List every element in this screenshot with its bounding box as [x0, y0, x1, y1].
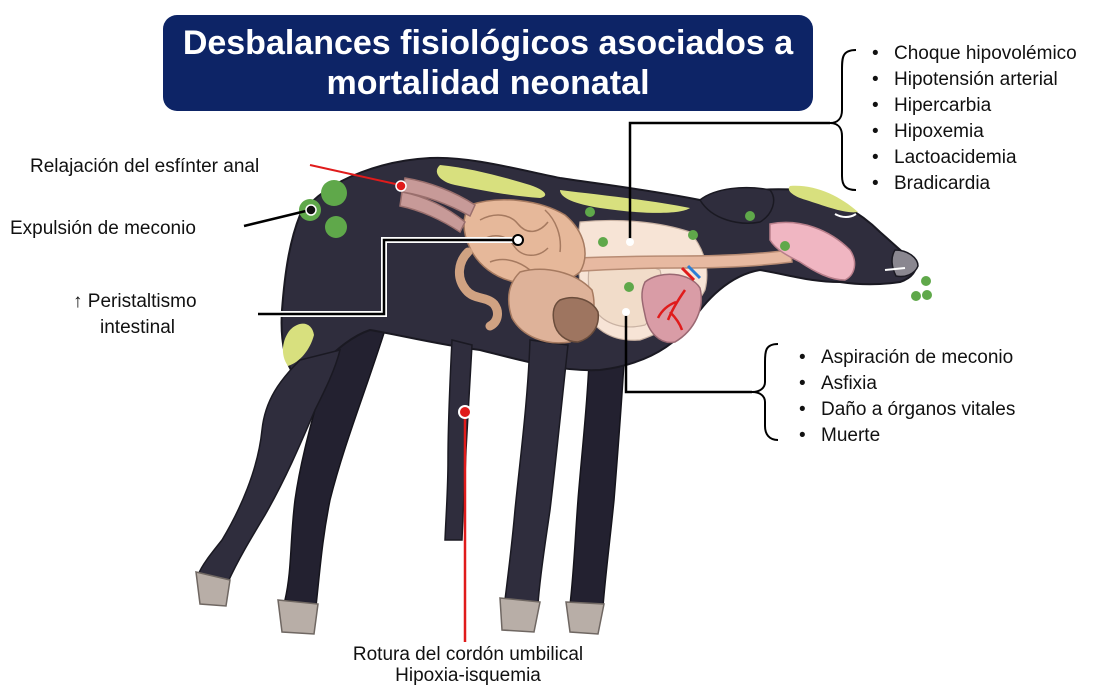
- systemic-marker: [626, 238, 634, 246]
- meconium-drop: [585, 207, 595, 217]
- meconium-marker: [306, 205, 316, 215]
- systemic-effect-item: Lactoacidemia: [870, 145, 1077, 171]
- peristalsis-label-line-2: intestinal: [100, 316, 175, 339]
- meconium-drop: [321, 180, 347, 206]
- aspiration-effects-list: Aspiración de meconio Asfixia Daño a órg…: [797, 345, 1015, 449]
- meconium-drop: [921, 276, 931, 286]
- umbilical-label-line-1: Rotura del cordón umbilical: [318, 643, 618, 666]
- title-line-2: mortalidad neonatal: [326, 63, 649, 103]
- aspiration-effect-item: Aspiración de meconio: [797, 345, 1015, 371]
- sphincter-marker: [396, 181, 406, 191]
- title-line-1: Desbalances fisiológicos asociados a: [183, 23, 793, 63]
- systemic-effect-item: Hipercarbia: [870, 93, 1077, 119]
- peristalsis-marker: [513, 235, 523, 245]
- sphincter-label: Relajación del esfínter anal: [30, 155, 259, 178]
- umbilical-marker: [459, 406, 471, 418]
- aspiration-effect-item: Muerte: [797, 423, 1015, 449]
- systemic-effect-item: Choque hipovolémico: [870, 41, 1077, 67]
- umbilical-stub: [445, 340, 472, 540]
- systemic-effect-item: Hipoxemia: [870, 119, 1077, 145]
- hoof: [278, 600, 318, 634]
- muzzle: [892, 250, 918, 277]
- aspiration-brace: [752, 344, 778, 440]
- meconium-drop: [911, 291, 921, 301]
- umbilical-label-line-2: Hipoxia-isquemia: [318, 664, 618, 687]
- peristalsis-label-line-1: ↑ Peristaltismo: [73, 290, 197, 313]
- aspiration-effect-item: Daño a órganos vitales: [797, 397, 1015, 423]
- systemic-effect-item: Bradicardia: [870, 171, 1077, 197]
- meconium-drop: [325, 216, 347, 238]
- meconium-drop: [922, 290, 932, 300]
- meconium-drop: [688, 230, 698, 240]
- hoof: [566, 602, 604, 634]
- meconium-expulsion-label: Expulsión de meconio: [10, 217, 196, 240]
- systemic-effects-list: Choque hipovolémico Hipotensión arterial…: [870, 41, 1077, 197]
- hoof: [500, 598, 540, 632]
- far-front-leg: [570, 340, 625, 606]
- meconium-drop: [745, 211, 755, 221]
- meconium-drop: [780, 241, 790, 251]
- meconium-drop: [624, 282, 634, 292]
- systemic-effect-item: Hipotensión arterial: [870, 67, 1077, 93]
- near-front-leg: [505, 340, 568, 604]
- systemic-brace: [830, 50, 856, 190]
- aspiration-effect-item: Asfixia: [797, 371, 1015, 397]
- title-banner: Desbalances fisiológicos asociados a mor…: [163, 15, 813, 111]
- aspiration-marker: [622, 308, 630, 316]
- meconium-drop: [598, 237, 608, 247]
